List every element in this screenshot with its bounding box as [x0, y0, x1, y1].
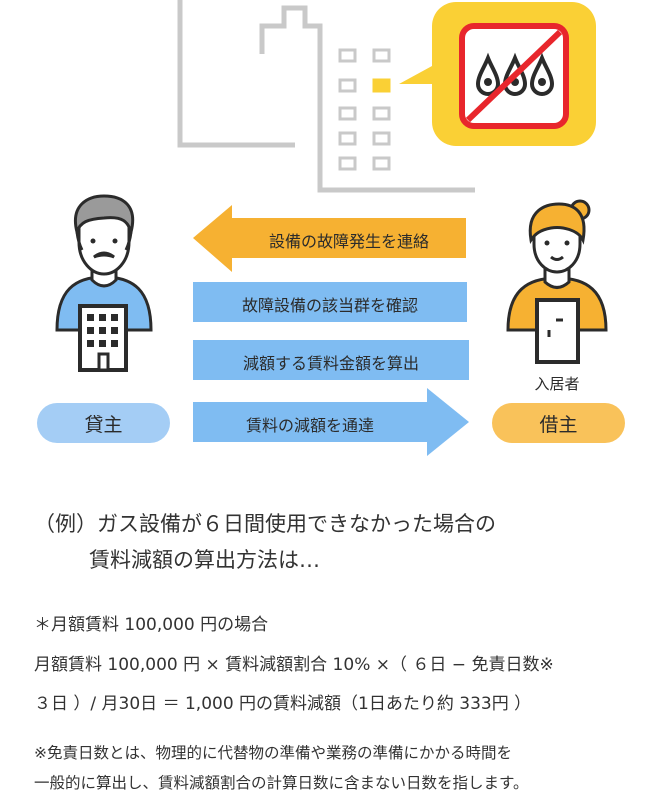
step-label-notify: 賃料の減額を通達 — [245, 416, 374, 435]
example-heading-line2: 賃料減額の算出方法は… — [89, 548, 320, 572]
bar-confirm-group — [193, 282, 467, 322]
tenant-caption: 入居者 — [534, 375, 580, 393]
bar-calculate-amount — [193, 340, 469, 380]
landlord-icon — [55, 194, 153, 372]
no-water-icon — [399, 2, 596, 146]
illustration — [55, 0, 608, 456]
example-heading-line1: （例）ガス設備が６日間使用できなかった場合の — [34, 512, 496, 536]
formula-line1: 月額賃料 100,000 円 × 賃料減額割合 10% ×（ ６日 − 免責日数… — [34, 655, 554, 675]
step-label-confirm: 故障設備の該当群を確認 — [241, 296, 418, 315]
landlord-label: 貸主 — [37, 403, 170, 443]
building-icon — [177, 0, 475, 193]
tenant-label: 借主 — [492, 403, 625, 443]
formula-line2: ３日 ）/ 月30日 ＝ 1,000 円の賃料減額（1日あたり約 333円 ） — [34, 694, 532, 714]
note-line2: 一般的に算出し、賃料減額割合の計算日数に含まない日数を指します。 — [34, 774, 529, 792]
tenant-icon — [506, 199, 608, 364]
arrow-report-failure — [193, 205, 466, 272]
arrow-notify-reduction — [193, 388, 469, 456]
case-line: ＊月額賃料 100,000 円の場合 — [34, 615, 269, 635]
step-label-calculate: 減額する賃料金額を算出 — [242, 354, 419, 373]
note-line1: ※免責日数とは、物理的に代替物の準備や業務の準備にかかる時間を — [34, 744, 512, 762]
step-label-report: 設備の故障発生を連絡 — [268, 232, 429, 251]
